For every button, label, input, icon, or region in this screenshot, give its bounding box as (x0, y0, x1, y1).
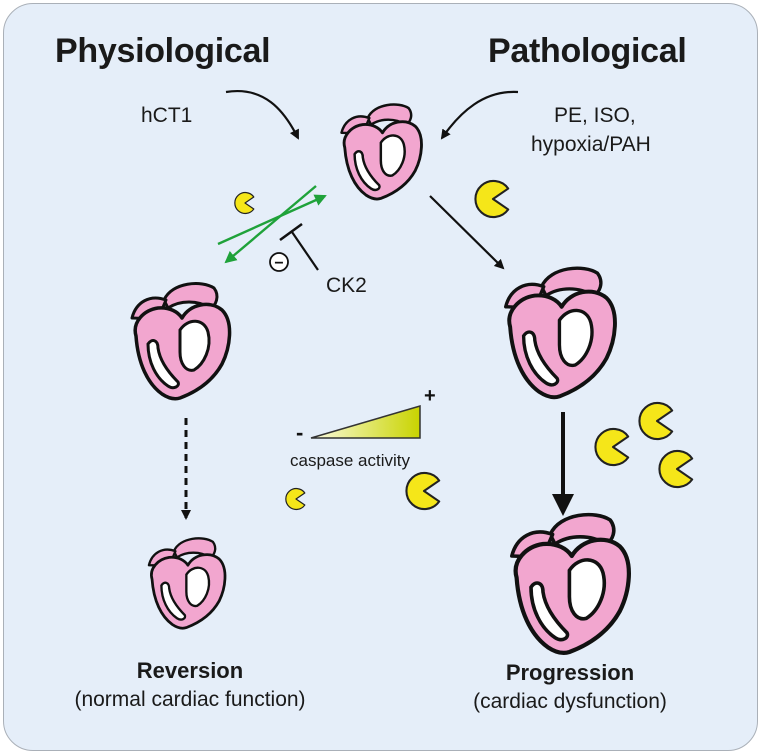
caspase-icon (594, 427, 630, 467)
reversion-subtitle: (normal cardiac function) (74, 688, 306, 711)
caspase-icon (234, 191, 255, 215)
progression-title: Progression (505, 660, 635, 685)
ck2-inhibition-bar (279, 222, 303, 242)
progression-subtitle: (cardiac dysfunction) (473, 690, 667, 713)
caspase-icon (474, 179, 510, 219)
inhibit-circle (269, 252, 289, 272)
diagram-panel (3, 3, 758, 751)
pathological-title: Pathological (488, 32, 687, 70)
pathological-arrow (429, 195, 505, 270)
heart-reversion (147, 536, 227, 630)
inhibit-symbol: − (274, 255, 283, 272)
ck2-inhibition-line (291, 231, 319, 271)
caspase-icon (405, 471, 441, 511)
reversion-title: Reversion (136, 658, 244, 683)
heart-top (340, 103, 423, 201)
caspase-minus-sign: - (296, 420, 303, 445)
heart-pathological (503, 266, 617, 400)
caspase-activity-label: caspase activity (290, 451, 410, 470)
caspase-gradient-wedge (310, 404, 421, 439)
caspase-plus-sign: + (424, 385, 436, 407)
hct1-label: hCT1 (141, 104, 193, 127)
physiological-title: Physiological (55, 32, 271, 70)
caspase-icon (638, 401, 674, 441)
caspase-icon (658, 449, 694, 489)
heart-progression (512, 515, 629, 653)
stimuli-label-line1: PE, ISO, (554, 104, 636, 127)
hct1-arrow (225, 89, 299, 140)
green-forward-arrow (217, 194, 327, 246)
green-reverse-arrow (224, 185, 317, 264)
stimuli-arrow (440, 90, 519, 140)
caspase-icon (285, 487, 306, 511)
stimuli-label-line2: hypoxia/PAH (531, 133, 651, 156)
ck2-label: CK2 (326, 274, 367, 297)
heart-physiological (130, 281, 232, 401)
